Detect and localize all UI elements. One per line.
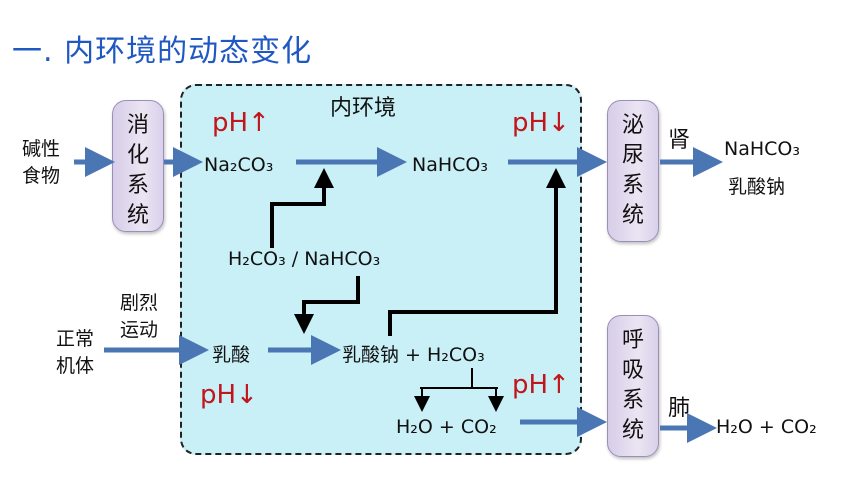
urinary-system-box: 泌尿系统 [607, 100, 659, 242]
exercise-label: 剧烈运动 [120, 292, 159, 341]
internal-environment-label: 内环境 [330, 96, 397, 121]
respiratory-system-box: 呼吸系统 [607, 315, 659, 457]
digestive-system-label: 消化系统 [126, 113, 149, 228]
ph-down-top-right: pH↓ [512, 108, 570, 138]
water-co2-inner-label: H₂O + CO₂ [396, 416, 497, 438]
lung-label: 肺 [668, 396, 691, 421]
alkaline-food-label: 碱性食物 [22, 138, 61, 187]
ph-up-bottom-right: pH↑ [512, 370, 570, 400]
lung-product-label: H₂O + CO₂ [716, 416, 817, 438]
respiratory-system-label: 呼吸系统 [621, 328, 644, 443]
urinary-system-label: 泌尿系统 [621, 113, 644, 228]
arrow-buffer-to-na2co3-reaction [270, 168, 334, 248]
buffer-pair-label: H₂CO₃ / NaHCO₃ [228, 248, 381, 270]
ph-up-top-left: pH↑ [212, 108, 270, 138]
sodium-lactate-products-label: 乳酸钠 + H₂CO₃ [342, 344, 485, 366]
lactic-acid-label: 乳酸 [212, 344, 251, 366]
internal-environment-box [180, 84, 582, 455]
arrow-buffer-to-lactic-reaction [294, 276, 360, 334]
nahco3-label: NaHCO₃ [412, 154, 488, 176]
kidney-product-nahco3: NaHCO₃ [724, 138, 800, 160]
arrow-sodium-lactate-to-urinary [388, 168, 566, 336]
kidney-label: 肾 [668, 128, 691, 153]
digestive-system-box: 消化系统 [112, 100, 164, 232]
kidney-product-sodium-lactate: 乳酸钠 [728, 176, 786, 198]
normal-body-label: 正常机体 [56, 328, 95, 377]
ph-down-bottom-left: pH↓ [200, 380, 258, 410]
page-title: 一. 内环境的动态变化 [12, 34, 313, 69]
na2co3-label: Na₂CO₃ [204, 154, 274, 176]
